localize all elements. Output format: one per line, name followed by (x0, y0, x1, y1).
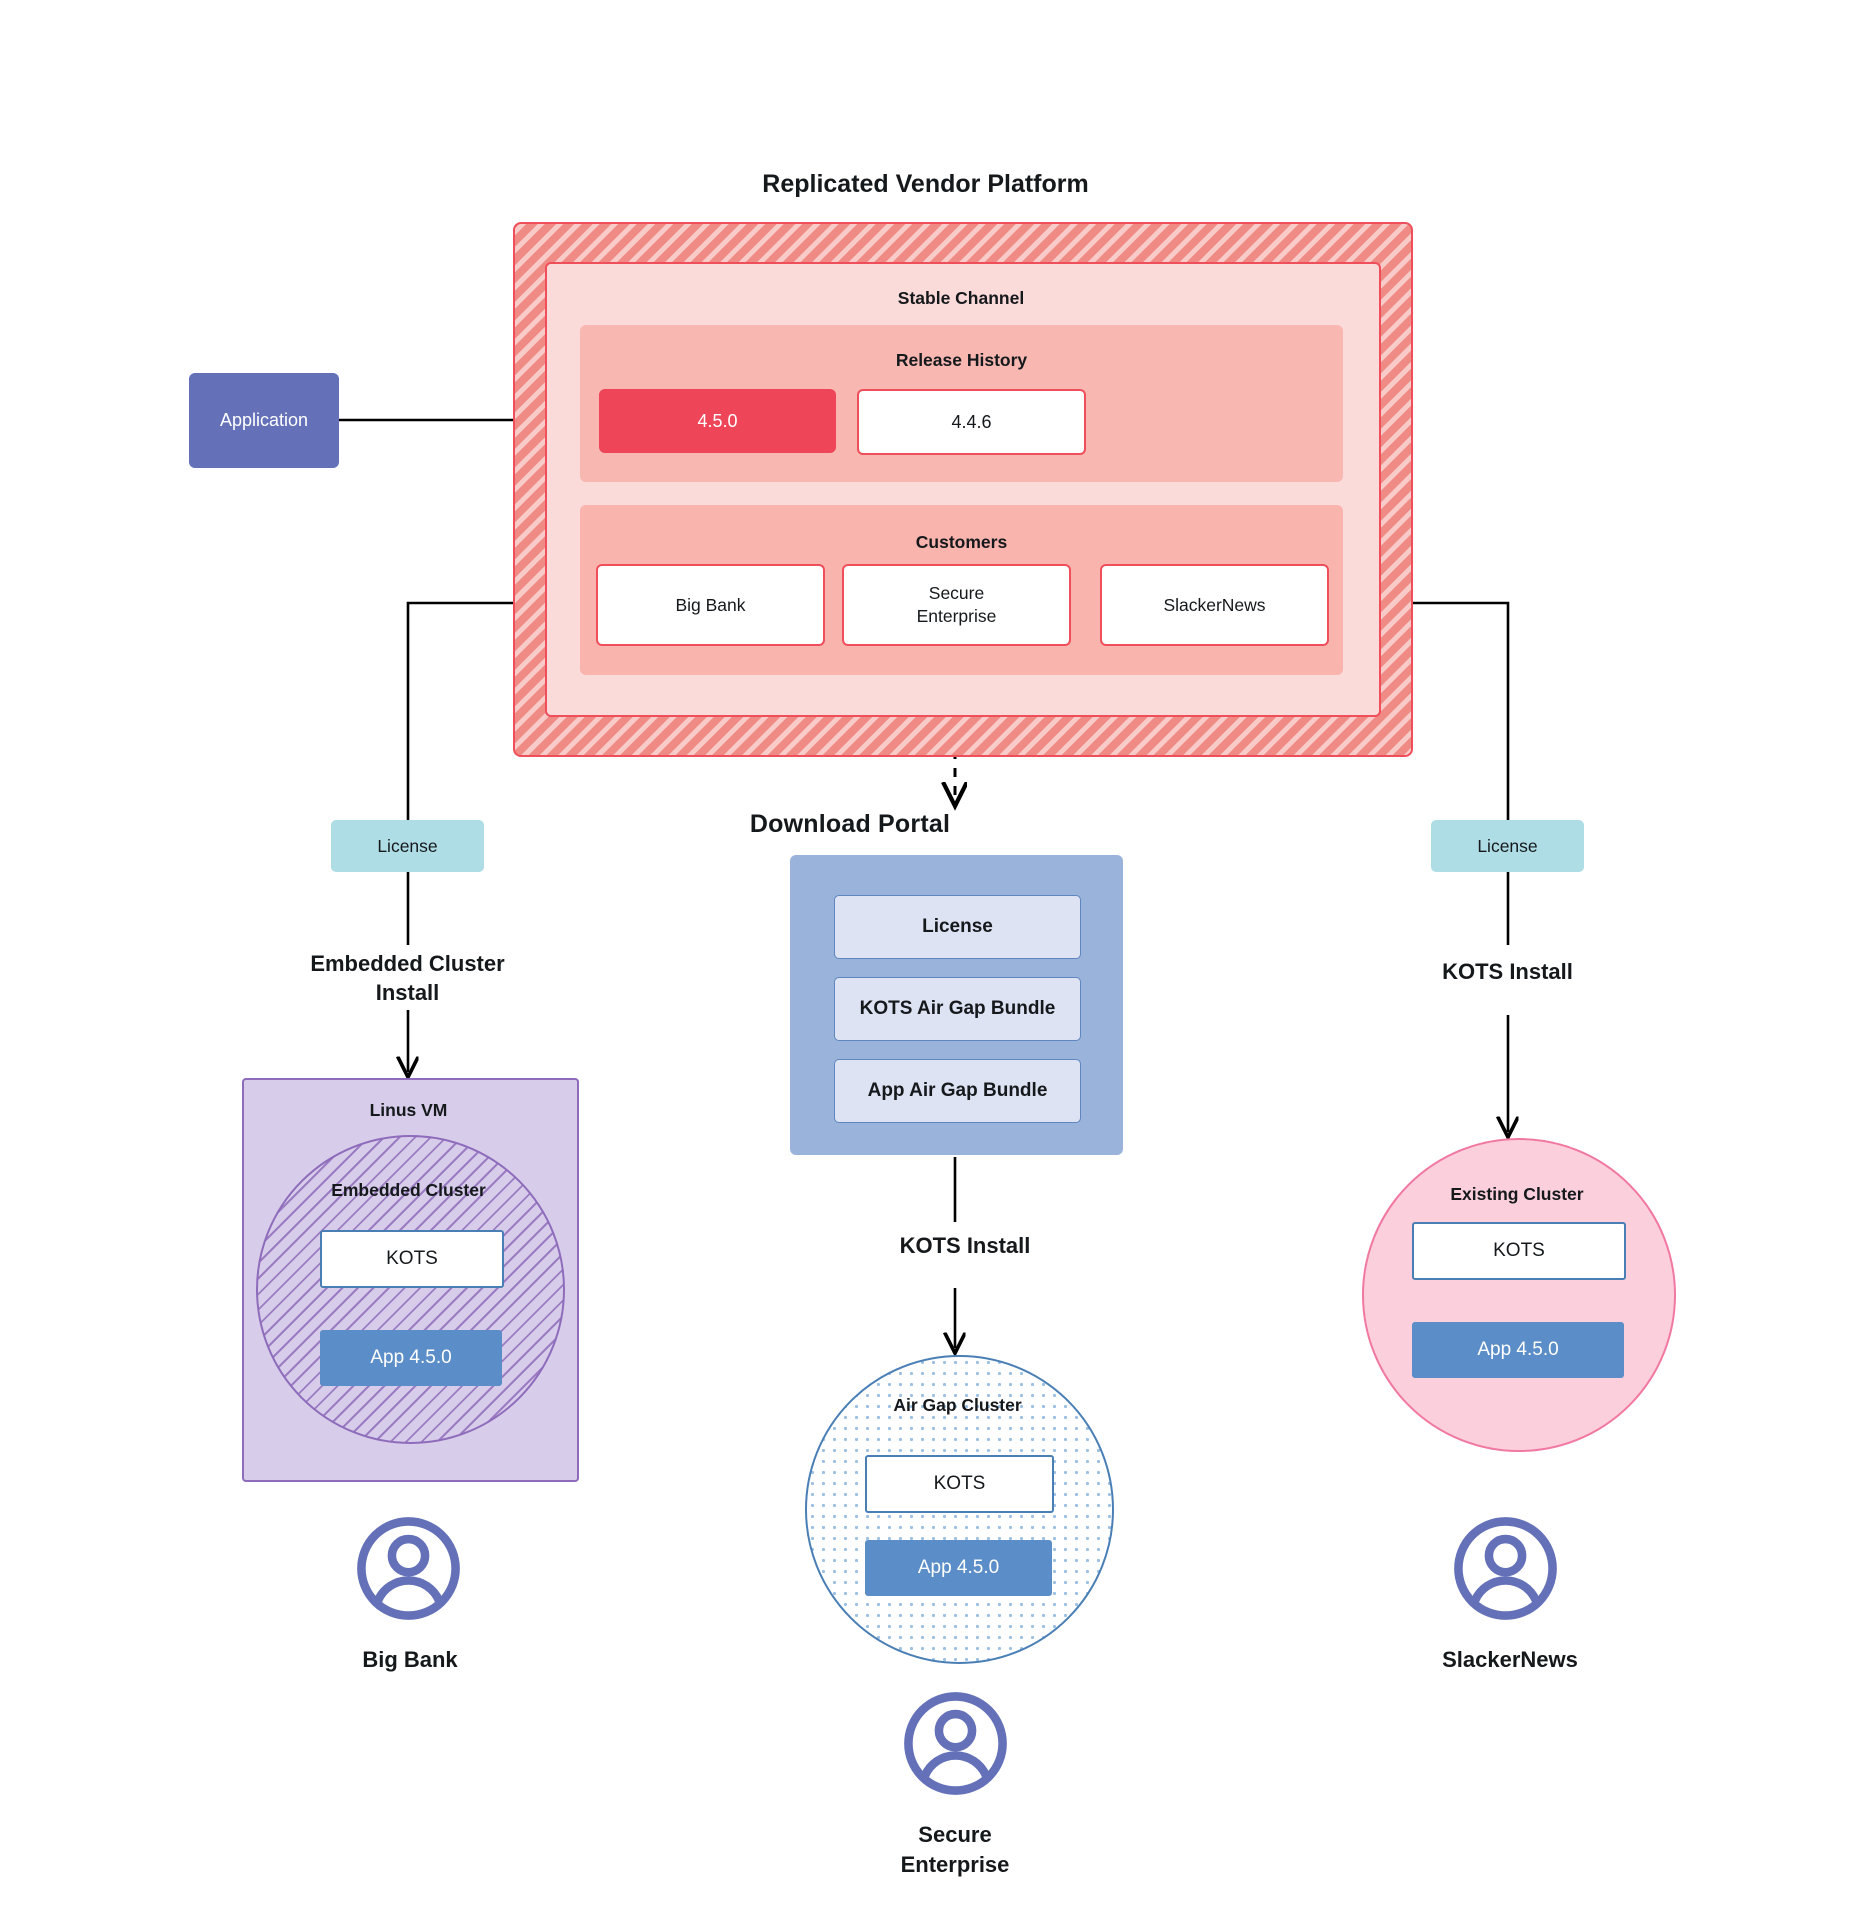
portal-item-license[interactable]: License (834, 895, 1081, 959)
license-chip-left[interactable]: License (331, 820, 484, 872)
application-node[interactable]: Application (189, 373, 339, 468)
user-avatar-icon-slackernews (1454, 1517, 1557, 1620)
existing-cluster-label: Existing Cluster (1450, 1184, 1584, 1204)
release-item-current[interactable]: 4.5.0 (599, 389, 836, 453)
release-history-label: Release History (895, 350, 1028, 370)
license-chip-right[interactable]: License (1431, 820, 1584, 872)
customer-footer-label-big-bank: Big Bank (362, 1647, 458, 1672)
portal-item-kots-air-gap-bundle[interactable]: KOTS Air Gap Bundle (834, 977, 1081, 1041)
app-version-node-right[interactable]: App 4.5.0 (1412, 1322, 1624, 1378)
page-title: Replicated Vendor Platform (762, 170, 1089, 198)
customer-footer-label-slackernews: SlackerNews (1442, 1647, 1578, 1672)
stable-channel-label: Stable Channel (897, 288, 1025, 308)
customer-card-slackernews[interactable]: SlackerNews (1100, 564, 1329, 646)
download-portal-title: Download Portal (749, 810, 951, 838)
kots-install-label-middle: KOTS Install (899, 1233, 1031, 1258)
user-avatar-icon-secure-enterprise (904, 1692, 1007, 1795)
customers-label: Customers (915, 532, 1008, 552)
embedded-cluster-circle (256, 1135, 565, 1444)
embedded-cluster-label: Embedded Cluster (331, 1180, 486, 1200)
kots-node-left[interactable]: KOTS (320, 1230, 504, 1288)
release-item-previous[interactable]: 4.4.6 (857, 389, 1086, 455)
app-version-node-left[interactable]: App 4.5.0 (320, 1330, 502, 1386)
existing-cluster-circle (1362, 1138, 1676, 1452)
air-gap-cluster-label: Air Gap Cluster (893, 1395, 1022, 1415)
customer-card-big-bank[interactable]: Big Bank (596, 564, 825, 646)
app-version-node-middle[interactable]: App 4.5.0 (865, 1540, 1052, 1596)
linux-vm-label: Linus VM (369, 1100, 448, 1120)
kots-node-right[interactable]: KOTS (1412, 1222, 1626, 1280)
user-avatar-icon-big-bank (357, 1517, 460, 1620)
kots-node-middle[interactable]: KOTS (865, 1455, 1054, 1513)
portal-item-app-air-gap-bundle[interactable]: App Air Gap Bundle (834, 1059, 1081, 1123)
kots-install-label-right: KOTS Install (1442, 959, 1573, 984)
